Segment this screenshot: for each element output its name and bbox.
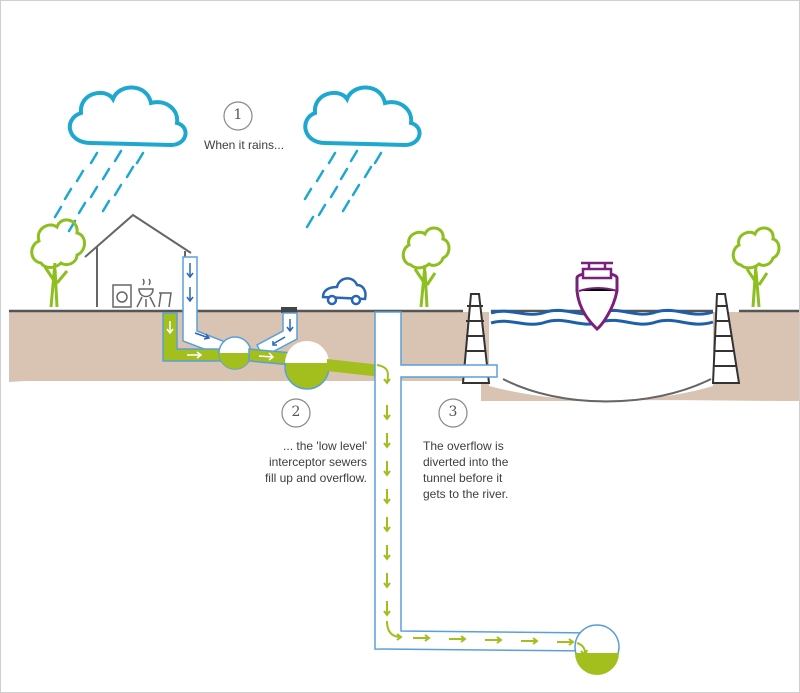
step-2-number: 2 [291,404,301,420]
cloud-icon [303,85,422,148]
step-3-text: The overflow is diverted into the tunnel… [423,438,508,502]
step-3-line: tunnel before it [423,471,503,485]
step-2-line: ... the 'low level' [283,439,367,453]
step-2-text: ... the 'low level' interceptor sewers f… [253,438,367,486]
step-1-number: 1 [233,107,243,123]
drain-cover [281,307,297,313]
step-3-number: 3 [448,404,458,420]
house-icon [84,213,192,307]
barbecue-icon [136,278,172,308]
rain-icon [303,149,383,229]
boat-icon [575,261,619,331]
step-1-circle [223,101,253,131]
cloud-icon [67,85,188,148]
step-3-circle [438,398,468,428]
river-wall-icon [461,293,741,384]
rain-icon [53,149,145,233]
washing-machine-icon [112,284,132,308]
tree-icon [401,226,451,308]
step-1-text: When it rains... [204,138,285,152]
step-2-line: fill up and overflow. [264,471,367,485]
step-3-line: diverted into the [423,455,509,469]
car-icon [321,277,367,306]
tunnel-shaft [374,311,620,675]
step-3-line: gets to the river. [423,487,509,501]
interceptor-sewer [162,312,381,390]
step-2-line: interceptor sewers [268,455,367,469]
tree-icon [731,226,781,308]
step-3-line: The overflow is [423,439,504,453]
step-2-circle [281,398,311,428]
tree-icon [30,218,86,308]
